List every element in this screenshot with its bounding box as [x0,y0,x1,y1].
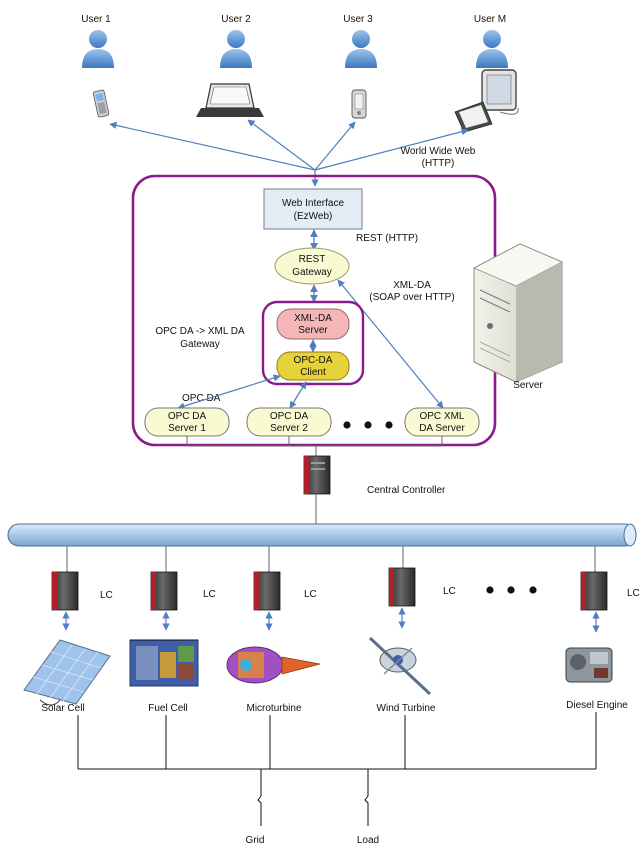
gateway-label-line2: Gateway [180,339,219,350]
user-3-icon [345,30,377,68]
opc-server-1-line1: OPC DA [168,411,207,422]
www-label-line1: World Wide Web [401,146,476,157]
power-distribution-lines [77,712,597,826]
web-interface-line1: Web Interface [282,198,345,209]
server-connector-lines [186,436,443,456]
server-label: Server [513,380,543,391]
opc-da-server-2: OPC DA Server 2 [246,407,332,437]
user-1-label: User 1 [81,14,111,25]
local-controller-5: LC [580,546,640,633]
client-server-links [177,374,307,410]
opc-da-client-node: OPC-DA Client [276,351,350,381]
wind-turbine-label: Wind Turbine [377,703,436,714]
central-controller-icon [303,455,331,495]
rest-gateway-line1: REST [299,254,326,265]
opc-xml-server-line1: OPC XML [419,411,464,422]
lc-4-label: LC [443,586,456,597]
grid-label: Grid [246,835,265,846]
wind-turbine-icon [368,636,432,696]
lc-1-label: LC [100,590,113,601]
desktop-monitor-icon [454,69,519,133]
local-controller-2: LC [150,546,216,631]
opc-da-client-line2: Client [300,367,326,378]
local-controller-4: LC [388,546,456,629]
user-1: User 1 [81,14,114,118]
rest-http-label: REST (HTTP) [356,233,418,244]
ellipsis-dots-top [343,421,393,429]
lc-group: LC LC LC LC [51,546,640,633]
user-2-label: User 2 [221,14,251,25]
xml-da-server-line2: Server [298,325,328,336]
user-2: User 2 [196,14,264,117]
user-2-icon [220,30,252,68]
xml-da-link-line1: XML-DA [393,280,431,291]
laptop-icon [196,83,264,117]
www-label-line2: (HTTP) [422,158,455,169]
lc-5-label: LC [627,588,640,599]
rest-gateway-line2: Gateway [292,267,331,278]
local-controller-3: LC [253,546,317,631]
user-links [109,119,469,187]
central-controller-label: Central Controller [367,485,446,496]
rest-gateway-node: REST Gateway [274,247,350,285]
pda-icon [351,89,367,119]
xml-da-server-node: XML-DA Server [276,308,350,340]
local-controller-1: LC [51,546,113,631]
solar-cell-icon [23,639,111,706]
communication-bus [7,523,637,547]
opc-xml-server-line2: DA Server [419,423,465,434]
opc-da-link-label: OPC DA [182,393,221,404]
user-m-label: User M [474,14,506,25]
lc-3-label: LC [304,589,317,600]
microturbine-label: Microturbine [246,703,301,714]
user-3-label: User 3 [343,14,373,25]
user-1-icon [82,30,114,68]
web-interface-line2: (EzWeb) [294,211,333,222]
opc-server-1-line2: Server 1 [168,423,206,434]
fuel-cell-icon [129,639,199,687]
ellipsis-dots-bottom [486,586,537,594]
server-computer-icon [473,243,563,383]
diesel-engine-label: Diesel Engine [566,700,628,711]
solar-cell-label: Solar Cell [41,703,84,714]
xml-da-server-line1: XML-DA [294,313,332,324]
opc-xml-da-server: OPC XML DA Server [404,407,480,437]
opc-da-client-line1: OPC-DA [294,355,333,366]
opc-server-2-line2: Server 2 [270,423,308,434]
load-label: Load [357,835,379,846]
gateway-label-line1: OPC DA -> XML DA [155,326,245,337]
diesel-engine-icon [565,647,613,683]
opc-xml-gateway-frame [261,300,365,386]
mobile-phone-icon [92,89,110,118]
xml-da-link-line2: (SOAP over HTTP) [369,292,454,303]
user-m-icon [476,30,508,68]
fuel-cell-label: Fuel Cell [148,703,187,714]
user-3: User 3 [343,14,377,119]
opc-da-server-1: OPC DA Server 1 [144,407,230,437]
lc-2-label: LC [203,589,216,600]
rest-opcxml-link [337,279,444,409]
opc-server-2-line1: OPC DA [270,411,309,422]
microturbine-icon [226,646,321,684]
user-m: User M [454,14,519,133]
web-interface-box: Web Interface (EzWeb) [263,188,363,230]
